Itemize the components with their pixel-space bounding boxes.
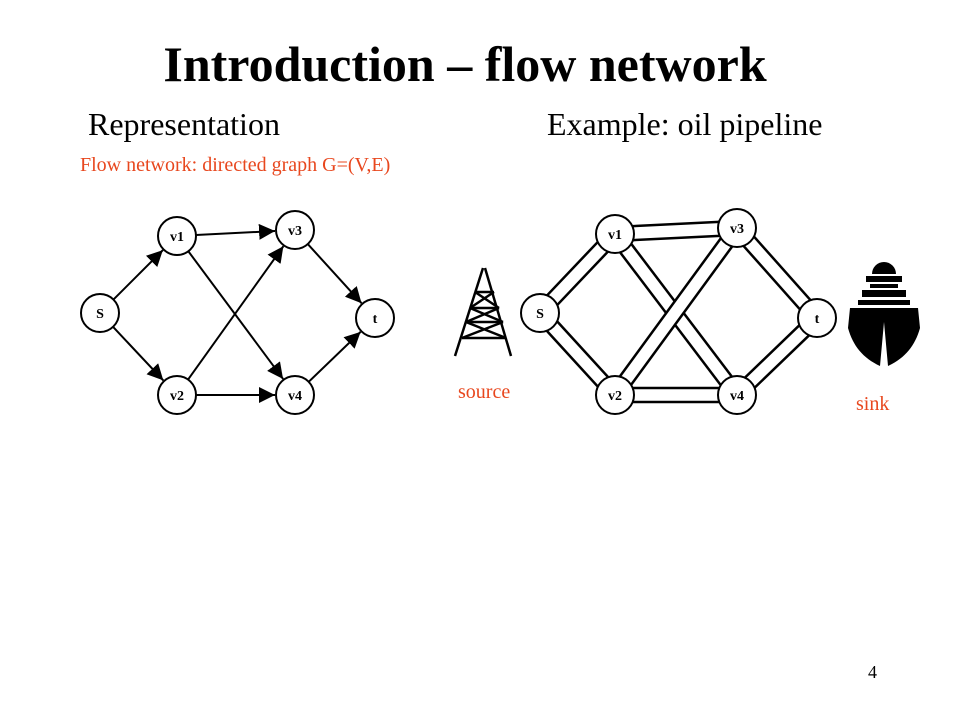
graph-node-s: S: [80, 293, 120, 333]
page-number: 4: [868, 662, 877, 682]
svg-text:S: S: [536, 307, 544, 322]
pipe-v2-v4: [615, 386, 737, 404]
oil-derrick-icon: [453, 267, 513, 357]
pipeline-node-v2: v2: [595, 375, 635, 415]
edge-s-v2: [112, 326, 165, 382]
source-label: source: [458, 381, 511, 403]
slide-title: Introduction – flow network: [163, 36, 767, 92]
graph-node-v3: v3: [275, 210, 315, 250]
edge-v1-v3: [195, 223, 276, 240]
edge-v1-v4: [187, 250, 284, 380]
svg-text:t: t: [815, 312, 820, 327]
pipe-v1-v3: [614, 219, 738, 243]
svg-text:v1: v1: [170, 230, 184, 245]
svg-text:v2: v2: [608, 389, 622, 404]
oil-pipeline-pipes: [533, 219, 824, 404]
svg-text:v3: v3: [730, 222, 744, 237]
svg-text:v3: v3: [288, 224, 302, 239]
graph-node-v4: v4: [275, 375, 315, 415]
edge-v4-t: [307, 331, 362, 383]
pipe-v2-v3: [608, 223, 744, 400]
graph-node-v1: v1: [157, 216, 197, 256]
pipeline-node-v1: v1: [595, 214, 635, 254]
flow-network-graph: Sv1 v2 v3 v4 t: [80, 210, 395, 415]
edge-v2-v3: [187, 245, 285, 381]
svg-text:t: t: [373, 312, 378, 327]
pipeline-node-v4: v4: [717, 375, 757, 415]
oil-pipeline-nodes: Sv1 v2 v3 v4 t: [520, 208, 837, 415]
flow-network-definition: Flow network: directed graph G=(V,E): [80, 154, 391, 176]
svg-text:v4: v4: [730, 389, 744, 404]
svg-text:v2: v2: [170, 389, 184, 404]
edge-v3-t: [307, 243, 363, 304]
pipeline-node-v3: v3: [717, 208, 757, 248]
graph-node-v2: v2: [157, 375, 197, 415]
example-heading: Example: oil pipeline: [547, 106, 823, 142]
pipeline-node-s: S: [520, 293, 560, 333]
pipe-v3-t: [730, 222, 824, 324]
edge-s-v1: [112, 249, 164, 301]
graph-node-t: t: [355, 298, 395, 338]
pipeline-node-t: t: [797, 298, 837, 338]
svg-text:v4: v4: [288, 389, 302, 404]
svg-text:S: S: [96, 307, 104, 322]
sink-label: sink: [856, 393, 890, 415]
svg-text:v1: v1: [608, 228, 622, 243]
representation-heading: Representation: [88, 106, 280, 142]
ship-icon: [848, 262, 920, 366]
